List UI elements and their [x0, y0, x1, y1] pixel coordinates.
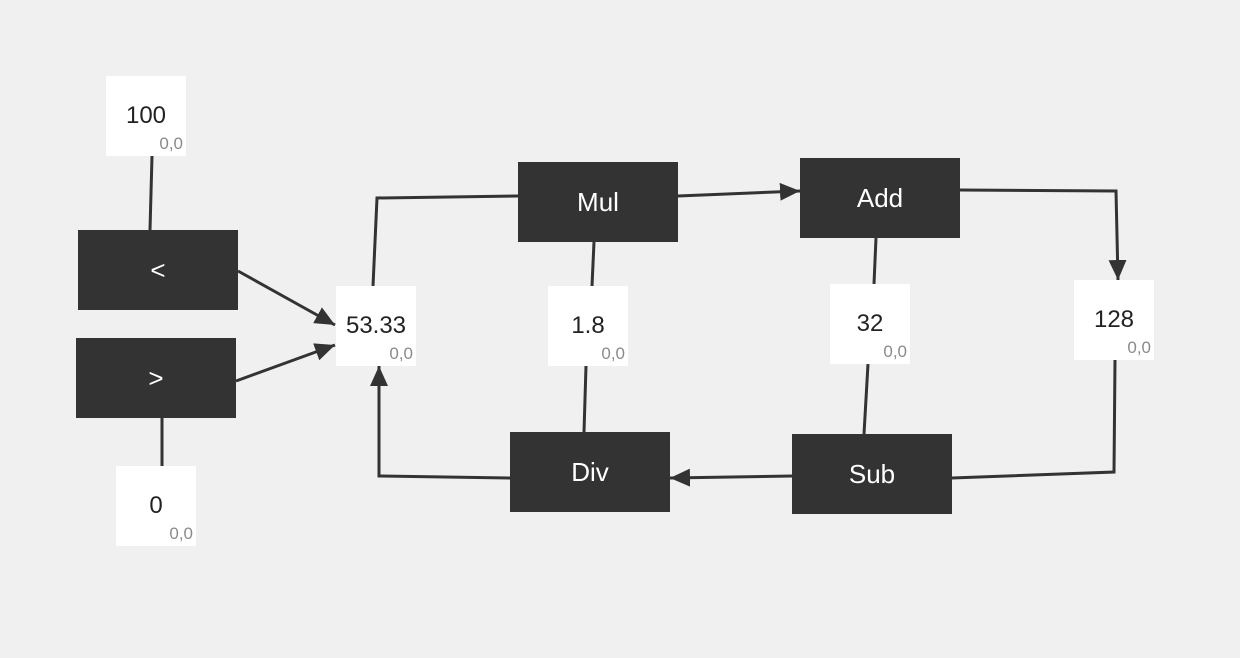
value-node-center[interactable]: 53.33 0,0	[336, 286, 416, 366]
add-node[interactable]: Add	[800, 158, 960, 238]
add-label: Add	[856, 182, 904, 213]
wire-128-to-sub	[951, 359, 1117, 480]
value-node-factor[interactable]: 1.8 0,0	[548, 286, 628, 366]
value-node-center-coord: 0,0	[389, 344, 413, 363]
value-node-100-value: 100	[125, 102, 167, 129]
value-node-128-coord: 0,0	[1127, 338, 1151, 357]
value-node-100[interactable]: 100 0,0	[106, 76, 186, 156]
wire-add-to-offset	[872, 237, 878, 285]
greater-than-node[interactable]: >	[76, 338, 236, 418]
div-node[interactable]: Div	[510, 432, 670, 512]
greater-than-label: >	[148, 362, 164, 393]
value-node-factor-coord: 0,0	[601, 344, 625, 363]
sub-node[interactable]: Sub	[792, 434, 952, 514]
wire-100-to-less-than	[148, 155, 154, 231]
value-node-factor-value: 1.8	[571, 312, 605, 339]
wire-add-to-128	[959, 188, 1127, 281]
wire-sub-to-div	[669, 468, 793, 487]
value-node-offset[interactable]: 32 0,0	[830, 284, 910, 364]
div-label: Div	[571, 456, 609, 487]
wire-factor-to-div	[582, 365, 588, 433]
value-node-128[interactable]: 128 0,0	[1074, 280, 1154, 360]
wire-offset-to-sub	[862, 363, 870, 435]
less-than-node[interactable]: <	[78, 230, 238, 310]
wire-center-to-mul	[371, 194, 519, 287]
mul-label: Mul	[577, 186, 619, 217]
wire-div-to-center	[370, 366, 511, 480]
value-node-center-value: 53.33	[345, 312, 407, 339]
value-node-offset-coord: 0,0	[883, 342, 907, 361]
wire-mul-to-add	[677, 182, 801, 201]
value-node-offset-value: 32	[856, 310, 884, 337]
mul-node[interactable]: Mul	[518, 162, 678, 242]
wire-less-than-to-center	[237, 269, 336, 327]
value-node-0-coord: 0,0	[169, 524, 193, 543]
sub-label: Sub	[848, 458, 896, 489]
less-than-label: <	[150, 254, 166, 285]
value-node-128-value: 128	[1093, 306, 1135, 333]
wire-greater-than-to-center	[235, 343, 336, 383]
value-node-0[interactable]: 0 0,0	[116, 466, 196, 546]
value-node-0-value: 0	[149, 492, 163, 519]
value-node-100-coord: 0,0	[159, 134, 183, 153]
wire-mul-to-factor	[590, 241, 596, 287]
